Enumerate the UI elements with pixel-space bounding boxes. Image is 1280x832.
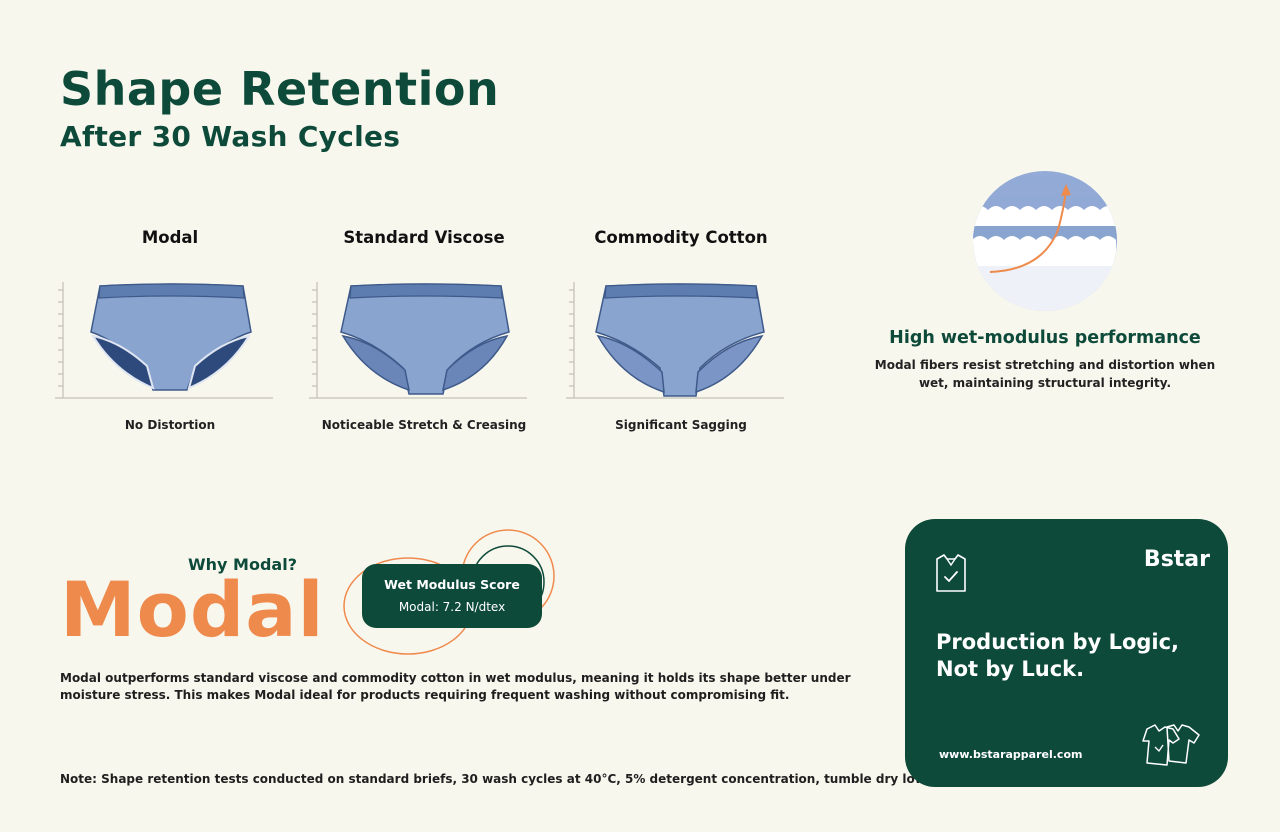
brief-viscose-illustration: [309, 282, 527, 399]
two-shirts-icon: [1142, 724, 1200, 766]
brand-url-link[interactable]: www.bstarapparel.com: [939, 748, 1083, 761]
fabric-caption: Noticeable Stretch & Creasing: [321, 418, 527, 432]
fabric-label: Modal: [141, 228, 199, 247]
wet-modulus-score-card: Wet Modulus Score Modal: 7.2 N/dtex: [362, 564, 542, 628]
feature-heading: High wet-modulus performance: [889, 328, 1201, 348]
fabric-label: Standard Viscose: [343, 228, 505, 247]
brief-cotton-illustration: [566, 282, 784, 399]
fabric-caption: Significant Sagging: [615, 418, 747, 432]
fabric-label: Commodity Cotton: [594, 228, 768, 247]
page-subtitle: After 30 Wash Cycles: [60, 120, 401, 153]
fiber-stretch-illustration: [973, 171, 1117, 311]
brand-card: Bstar Production by Logic, Not by Luck. …: [905, 519, 1228, 787]
brand-tagline: Production by Logic, Not by Luck.: [936, 630, 1180, 681]
why-modal-heading: Why Modal?: [188, 555, 297, 574]
brief-modal-illustration: [55, 282, 273, 399]
fabric-column-cotton: Commodity Cotton Significant Sagging: [566, 228, 796, 443]
modal-body-text: Modal outperforms standard viscose and c…: [60, 671, 851, 702]
score-value: Modal: 7.2 N/dtex: [398, 600, 506, 614]
test-note: Note: Shape retention tests conducted on…: [60, 772, 930, 786]
modal-wordmark: Modal: [60, 565, 325, 654]
shirt-check-icon: [936, 554, 966, 592]
fabric-column-viscose: Standard Viscose Noticeable Stretch & Cr…: [309, 228, 539, 443]
score-title: Wet Modulus Score: [384, 577, 520, 592]
fabric-caption: No Distortion: [124, 418, 216, 432]
fabric-column-modal: Modal No Distortion: [55, 228, 285, 443]
brand-name: Bstar: [1143, 547, 1210, 572]
page-title: Shape Retention: [60, 62, 500, 116]
feature-description: Modal fibers resist stretching and disto…: [874, 358, 1216, 390]
